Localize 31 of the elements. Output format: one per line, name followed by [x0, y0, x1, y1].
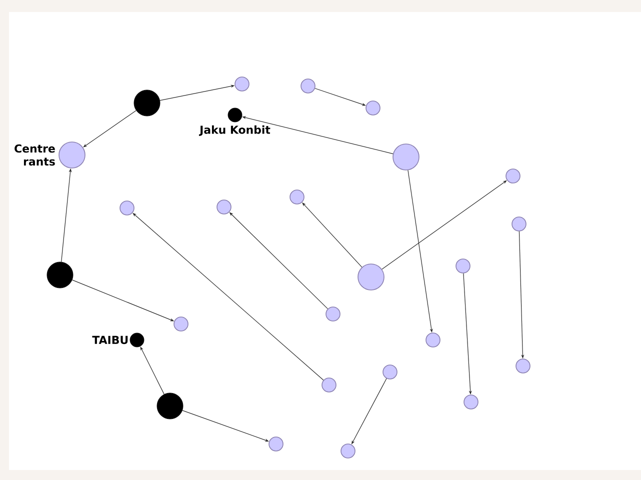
node-label: TAIBU [92, 336, 128, 344]
node-dot [130, 332, 144, 348]
node-circle [382, 364, 398, 380]
node-circle [216, 200, 232, 214]
node-circle [290, 190, 304, 204]
node-circle [322, 378, 336, 392]
node-circle [358, 264, 384, 290]
arrow [382, 180, 507, 270]
node-dot [156, 392, 184, 420]
node-dot [46, 262, 74, 288]
node-label: Centre rants [14, 144, 55, 166]
node-circle [506, 168, 520, 184]
node-dot [134, 90, 160, 116]
node-circle [326, 306, 340, 322]
node-dot [228, 108, 242, 122]
node-circle [366, 100, 380, 116]
node-label: Jaku Konbit [198, 125, 270, 136]
node-circle [58, 142, 86, 168]
node-circle [300, 78, 316, 94]
node-circle [516, 358, 530, 374]
node-circle [392, 144, 420, 170]
node-circle [268, 436, 284, 452]
node-circle [512, 216, 526, 232]
node-circle [234, 76, 250, 92]
node-circle [174, 316, 188, 332]
node-circle [426, 332, 440, 348]
arrow [83, 110, 136, 148]
node-circle [120, 200, 134, 216]
node-circle [456, 258, 470, 274]
node-circle [464, 394, 478, 410]
node-circle [340, 444, 356, 458]
